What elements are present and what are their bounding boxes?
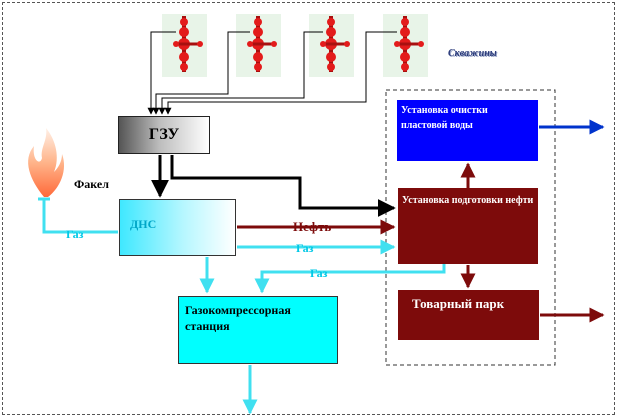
gas-compressor-node: Газокомпрессорная станция (178, 296, 338, 364)
dns-to-flare-gas-line (42, 212, 118, 234)
wellhead-icon (320, 16, 350, 72)
wells-label: Скважины (448, 48, 497, 59)
water-treatment-node: Установка очистки пластовой воды (397, 100, 538, 161)
oil-treatment-node: Установка подготовки нефти (398, 188, 538, 264)
well-flowlines (147, 31, 397, 115)
gas-mid-label: Газ (296, 241, 314, 255)
dns-node: ДНС (119, 199, 236, 256)
wellhead-icon (394, 16, 424, 72)
gzu-to-oil-treatment-arrow (170, 155, 396, 217)
well-3 (309, 14, 354, 77)
flare-icon (28, 128, 65, 212)
oil-treatment-gas-return-arrow (254, 264, 446, 294)
tank-farm-node: Товарный парк (398, 290, 539, 340)
well-1 (162, 14, 207, 77)
flare-label: Факел (74, 177, 109, 191)
gzu-node: ГЗУ (118, 116, 210, 154)
gas-flare-label: Газ (66, 227, 84, 241)
outer-frame (2, 2, 615, 415)
well-2 (236, 14, 281, 77)
wellhead-icon (247, 16, 277, 72)
well-4 (383, 14, 428, 77)
gas-low-label: Газ (310, 266, 328, 280)
oil-label: Нефть (293, 219, 332, 234)
wellhead-icon (173, 16, 203, 72)
